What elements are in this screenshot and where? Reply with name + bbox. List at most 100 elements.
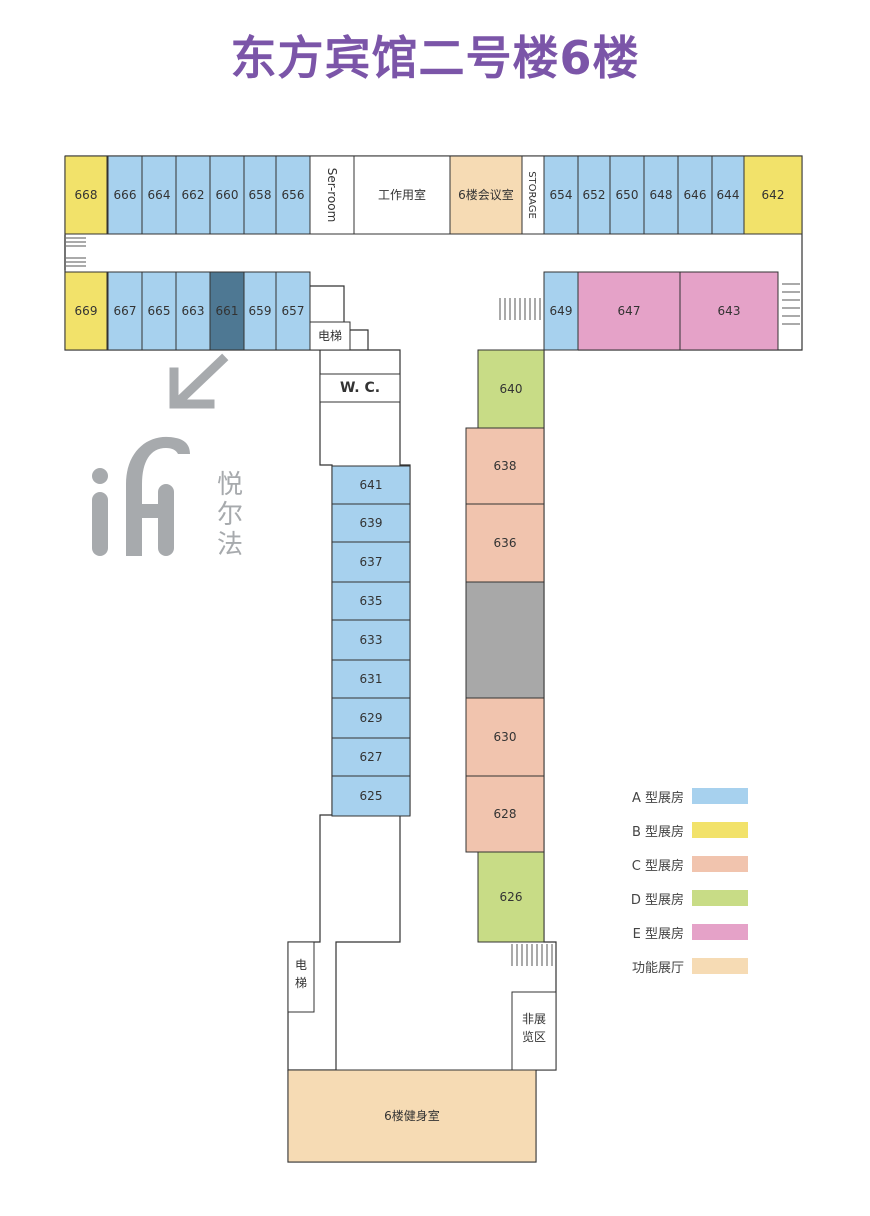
room-shape xyxy=(511,991,557,1071)
room-elevator-bottom[interactable]: 电梯 xyxy=(287,941,315,1013)
room-shape xyxy=(141,271,177,351)
room-label: 6楼会议室 xyxy=(458,187,514,202)
room-660[interactable]: 660 xyxy=(209,155,245,235)
room-649[interactable]: 649 xyxy=(543,271,579,351)
room-657[interactable]: 657 xyxy=(275,271,311,351)
room-643[interactable]: 643 xyxy=(679,271,779,351)
room-626[interactable]: 626 xyxy=(477,851,545,943)
room-661[interactable]: 661 xyxy=(209,271,245,351)
room-666[interactable]: 666 xyxy=(107,155,143,235)
logo-icon xyxy=(92,436,190,556)
room-shape xyxy=(679,271,779,351)
room-642[interactable]: 642 xyxy=(743,155,803,235)
legend-swatch xyxy=(692,890,748,906)
legend-item: B 型展房 xyxy=(600,820,760,840)
room-shape xyxy=(243,271,277,351)
room-630[interactable]: 630 xyxy=(465,697,545,777)
legend-swatch xyxy=(692,924,748,940)
room-640[interactable]: 640 xyxy=(477,349,545,429)
room-label: 631 xyxy=(360,672,383,686)
room-storage[interactable]: STORAGE xyxy=(521,155,545,235)
room-shape xyxy=(743,155,803,235)
room-label: 648 xyxy=(650,188,673,202)
room-meeting-room[interactable]: 6楼会议室 xyxy=(449,155,523,235)
room-label: W. C. xyxy=(340,380,380,396)
room-636[interactable]: 636 xyxy=(465,503,545,583)
room-label: 627 xyxy=(360,750,383,764)
room-665[interactable]: 665 xyxy=(141,271,177,351)
room-shape xyxy=(331,659,411,699)
room-blocked[interactable] xyxy=(465,581,545,699)
room-631[interactable]: 631 xyxy=(331,659,411,699)
room-shape xyxy=(319,373,401,403)
room-work-room[interactable]: 工作用室 xyxy=(353,155,451,235)
room-label: 660 xyxy=(216,188,239,202)
room-label: 657 xyxy=(282,304,305,318)
room-659[interactable]: 659 xyxy=(243,271,277,351)
room-641[interactable]: 641 xyxy=(331,465,411,505)
room-647[interactable]: 647 xyxy=(577,271,681,351)
room-non-exhibit[interactable]: 非展览区 xyxy=(511,991,557,1071)
room-label: 649 xyxy=(550,304,573,318)
room-label: 640 xyxy=(500,382,523,396)
room-label: 665 xyxy=(148,304,171,318)
room-652[interactable]: 652 xyxy=(577,155,611,235)
room-646[interactable]: 646 xyxy=(677,155,713,235)
room-shape xyxy=(543,271,579,351)
room-635[interactable]: 635 xyxy=(331,581,411,621)
room-627[interactable]: 627 xyxy=(331,737,411,777)
room-label: 662 xyxy=(182,188,205,202)
room-654[interactable]: 654 xyxy=(543,155,579,235)
room-label: STORAGE xyxy=(526,171,537,219)
stairs-left xyxy=(66,237,86,267)
room-shape xyxy=(465,581,545,699)
room-629[interactable]: 629 xyxy=(331,697,411,739)
room-667[interactable]: 667 xyxy=(107,271,143,351)
room-658[interactable]: 658 xyxy=(243,155,277,235)
room-637[interactable]: 637 xyxy=(331,541,411,583)
room-669[interactable]: 669 xyxy=(64,271,108,351)
room-shape xyxy=(331,503,411,543)
room-663[interactable]: 663 xyxy=(175,271,211,351)
room-gym[interactable]: 6楼健身室 xyxy=(287,1069,537,1163)
legend-swatch xyxy=(692,788,748,804)
room-label: 654 xyxy=(550,188,573,202)
room-shape xyxy=(543,155,579,235)
room-662[interactable]: 662 xyxy=(175,155,211,235)
room-ser-room[interactable]: Ser-room xyxy=(309,155,355,235)
room-664[interactable]: 664 xyxy=(141,155,177,235)
room-644[interactable]: 644 xyxy=(711,155,745,235)
room-638[interactable]: 638 xyxy=(465,427,545,505)
room-label: 644 xyxy=(717,188,740,202)
legend-item: A 型展房 xyxy=(600,786,760,806)
room-656[interactable]: 656 xyxy=(275,155,311,235)
room-label: 625 xyxy=(360,789,383,803)
room-label: 电梯 xyxy=(295,958,307,990)
room-shape xyxy=(287,941,315,1013)
room-shape xyxy=(175,155,211,235)
room-639[interactable]: 639 xyxy=(331,503,411,543)
logo-text: 悦尔法 xyxy=(216,470,243,560)
room-668[interactable]: 668 xyxy=(64,155,108,235)
room-628[interactable]: 628 xyxy=(465,775,545,853)
room-label: 646 xyxy=(684,188,707,202)
room-shape xyxy=(465,697,545,777)
room-elevator-top[interactable]: 电梯 xyxy=(309,321,351,351)
room-label: Ser-room xyxy=(325,168,339,223)
room-625[interactable]: 625 xyxy=(331,775,411,817)
page-title: 东方宾馆二号楼6楼 xyxy=(230,31,640,85)
room-648[interactable]: 648 xyxy=(643,155,679,235)
room-shape xyxy=(677,155,713,235)
room-label: 656 xyxy=(282,188,305,202)
room-label: 669 xyxy=(75,304,98,318)
room-label: 663 xyxy=(182,304,205,318)
room-633[interactable]: 633 xyxy=(331,619,411,661)
legend-item: 功能展厅 xyxy=(600,956,760,976)
room-label: 629 xyxy=(360,711,383,725)
room-wc[interactable]: W. C. xyxy=(319,373,401,403)
stairs-bottom xyxy=(511,944,553,966)
room-label: 636 xyxy=(494,536,517,550)
room-650[interactable]: 650 xyxy=(609,155,645,235)
room-shape xyxy=(477,851,545,943)
